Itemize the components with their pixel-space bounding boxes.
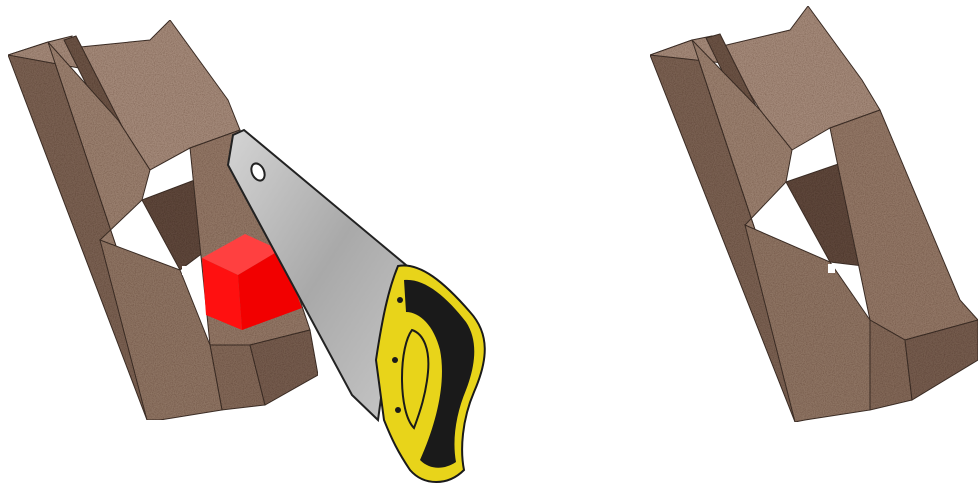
saw-rivet [392,357,398,363]
left-block-notch [182,266,189,275]
saw-rivet [395,407,401,413]
saw-rivet [397,297,403,303]
right-block [650,6,978,422]
right-block-notch [828,264,835,273]
